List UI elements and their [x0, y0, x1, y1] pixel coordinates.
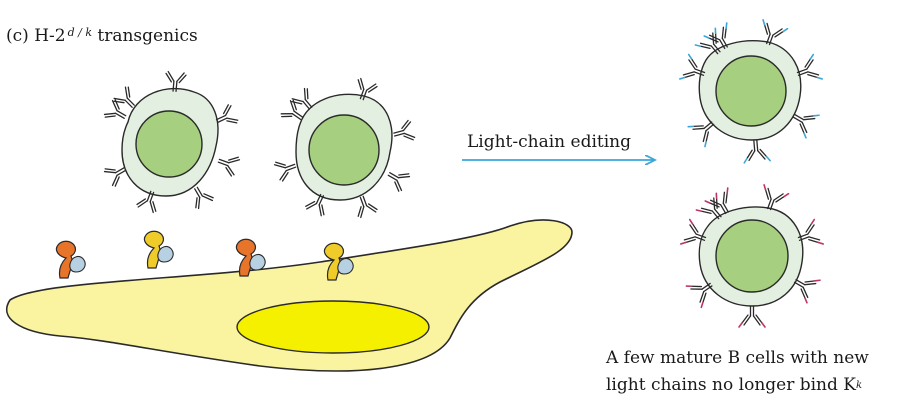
- mhc-molecule-icon: [143, 230, 174, 269]
- antibody-icon: [357, 77, 378, 101]
- antibody-icon: [215, 104, 239, 124]
- caption-line-2: light chains no longer bind Kk: [606, 372, 869, 399]
- mhc-molecule-icon: [235, 238, 266, 277]
- antibody-icon: [763, 184, 790, 211]
- mhc-molecules: [55, 230, 354, 281]
- antibody-icon: [704, 187, 729, 215]
- b-cell-nucleus: [715, 219, 789, 293]
- stromal-cell-nucleus: [236, 300, 430, 354]
- caption-line-2-text: light chains no longer bind K: [606, 375, 856, 395]
- antibody-icon: [387, 172, 411, 192]
- antibody-icon: [792, 114, 820, 139]
- haplotype-superscript: d / k: [67, 26, 92, 39]
- antibody-icon: [305, 193, 325, 217]
- panel-label: (c) H-2: [6, 26, 66, 46]
- antibody-icon: [703, 22, 728, 50]
- b-cell-left: [121, 87, 219, 197]
- b-cell-middle: [295, 93, 393, 201]
- antibody-icon: [762, 19, 789, 46]
- antibody-icon: [796, 53, 823, 80]
- antibody-icon: [291, 87, 313, 110]
- caption-superscript: k: [856, 380, 863, 391]
- caption: A few mature B cells with new light chai…: [606, 345, 869, 399]
- antibody-icon: [357, 195, 378, 219]
- stromal-cell: [5, 219, 573, 372]
- mhc-molecule-icon: [323, 242, 354, 281]
- panel-label-suffix: transgenics: [97, 26, 198, 46]
- antibody-icon: [273, 161, 297, 182]
- b-cell-nucleus: [135, 110, 203, 178]
- antibody-icon: [685, 282, 713, 309]
- arrow-label: Light-chain editing: [467, 132, 632, 152]
- antibody-icon: [113, 86, 135, 108]
- antibody-icon: [393, 119, 416, 141]
- antibody-icon: [280, 99, 303, 121]
- antibody-icon: [793, 279, 821, 304]
- antibody-icon: [194, 186, 214, 210]
- caption-line-1: A few mature B cells with new: [606, 348, 869, 368]
- b-cell-nucleus: [715, 55, 787, 127]
- antibody-icon: [743, 140, 771, 164]
- b-cell-nucleus: [308, 114, 380, 186]
- antibody-icon: [103, 99, 127, 119]
- antibody-icon: [680, 218, 707, 245]
- antibody-icon: [738, 305, 766, 328]
- edited-b-cell-magenta: [698, 206, 804, 307]
- antibody-icon: [694, 27, 721, 55]
- antibody-icon: [679, 53, 706, 80]
- antibody-icon: [797, 218, 824, 245]
- antibody-icon: [217, 156, 241, 177]
- antibody-icon: [687, 121, 715, 148]
- mhc-molecule-icon: [55, 240, 86, 279]
- antibody-icon: [136, 190, 157, 214]
- antibody-icon: [165, 70, 187, 92]
- edited-b-cell-blue: [698, 40, 802, 141]
- antibody-icon: [103, 167, 127, 187]
- surface-antibodies: [103, 19, 824, 328]
- antibody-icon: [695, 192, 722, 220]
